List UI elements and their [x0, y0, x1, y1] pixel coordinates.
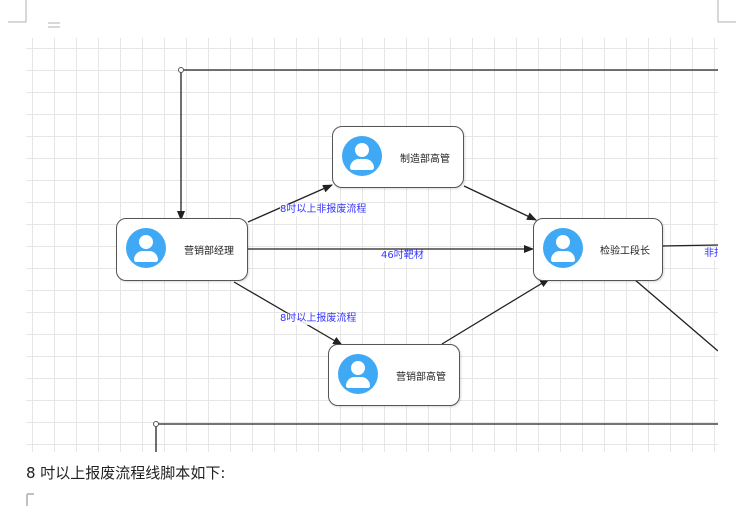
edge-label-to-mfg: 8吋以上非报废流程 [280, 204, 367, 216]
edge-label-direct: 46吋靶材 [381, 250, 424, 262]
user-avatar-icon [543, 228, 583, 268]
node-sales-manager[interactable]: 营销部经理 [116, 218, 248, 281]
page-corner-mark-top-right [717, 0, 736, 23]
edge-loop-bottom [155, 423, 718, 452]
user-avatar-icon [126, 228, 166, 268]
node-label: 营销部高管 [396, 371, 446, 383]
node-label: 营销部经理 [184, 246, 234, 257]
user-avatar-icon [338, 354, 378, 394]
edge-mfg-supervisor-to-qc-chief [463, 185, 537, 221]
node-mfg-supervisor[interactable]: 制造部高管 [332, 126, 464, 188]
node-label: 检验工段长 [600, 246, 650, 257]
node-label: 制造部高管 [400, 153, 450, 165]
edge-sales-supervisor-to-qc-chief [441, 278, 550, 345]
user-avatar-icon [342, 136, 382, 176]
node-qc-section-chief[interactable]: 检验工段长 [533, 218, 663, 281]
edge-qc-chief-down-right [633, 278, 718, 352]
edge-sales-manager-to-mfg-supervisor [247, 184, 333, 223]
flowchart-canvas: 8吋以上非报废流程 46吋靶材 8吋以上报废流程 非报 营销部经理 制造部高管 … [26, 38, 718, 452]
edge-label-right-cut: 非报 [704, 248, 718, 260]
document-caption: 8 吋以上报废流程线脚本如下: [26, 464, 226, 482]
edge-waypoint-dot [153, 421, 159, 427]
page-corner-mark-top-left [8, 0, 60, 28]
edge-label-to-sales-supervisor: 8吋以上报废流程 [280, 313, 357, 325]
edge-qc-chief-to-right [659, 244, 718, 247]
edge-waypoint-dot [178, 67, 184, 73]
page-corner-mark-bottom-left [26, 493, 34, 506]
node-sales-supervisor[interactable]: 营销部高管 [328, 344, 460, 406]
